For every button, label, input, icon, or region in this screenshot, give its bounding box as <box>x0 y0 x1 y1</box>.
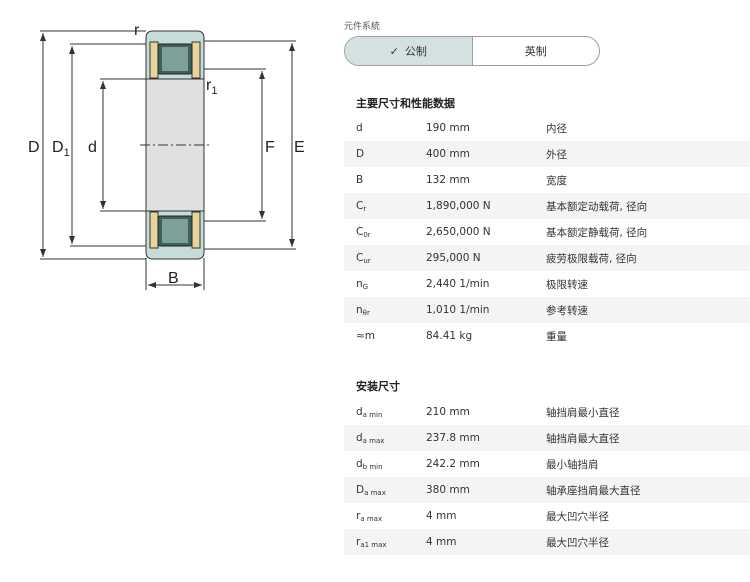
dimensions-title: 主要尺寸和性能数据 <box>356 97 455 110</box>
label-F: F <box>265 139 275 156</box>
row-symbol: nθr <box>356 303 370 317</box>
row-description: 轴挡肩最大直径 <box>546 432 620 445</box>
row-value: 380 mm <box>426 484 470 496</box>
row-description: 疲劳极限载荷, 径向 <box>546 252 637 265</box>
label-d: d <box>88 139 97 156</box>
row-symbol: Cur <box>356 251 371 265</box>
row-symbol: ra1 max <box>356 535 387 549</box>
row-description: 最小轴挡肩 <box>546 458 599 471</box>
row-description: 基本额定静载荷, 径向 <box>546 226 648 239</box>
imperial-option-label: 英制 <box>524 45 547 58</box>
row-description: 参考转速 <box>546 304 588 317</box>
row-value: 210 mm <box>426 406 470 418</box>
row-symbol: Da max <box>356 483 386 497</box>
row-description: 重量 <box>546 330 567 343</box>
row-symbol: Cr <box>356 199 367 213</box>
row-symbol: da min <box>356 405 383 419</box>
table-row: Cur 295,000 N 疲劳极限载荷, 径向 <box>344 245 750 271</box>
table-row: da max 237.8 mm 轴挡肩最大直径 <box>344 425 750 451</box>
table-row: d 190 mm 内径 <box>344 115 750 141</box>
row-symbol: nG <box>356 277 369 291</box>
bearing-cross-section-drawing: r r1 D D1 d F E B <box>28 22 305 290</box>
table-row: B 132 mm 宽度 <box>344 167 750 193</box>
row-description: 最大凹穴半径 <box>546 536 609 549</box>
row-value: 4 mm <box>426 536 457 548</box>
row-description: 轴承座挡肩最大直径 <box>546 484 641 497</box>
row-symbol: ≈m <box>356 329 376 342</box>
table-row: nθr 1,010 1/min 参考转速 <box>344 297 750 323</box>
label-r1: r1 <box>206 77 217 97</box>
row-symbol-subscript: r <box>363 204 367 213</box>
row-symbol: ra max <box>356 509 383 523</box>
check-icon: ✓ <box>389 44 399 58</box>
row-description: 基本额定动载荷, 径向 <box>546 200 648 213</box>
table-row: nG 2,440 1/min 极限转速 <box>344 271 750 297</box>
table-row: ra1 max 4 mm 最大凹穴半径 <box>344 529 750 555</box>
label-B: B <box>168 270 179 287</box>
metric-option-label: 公制 <box>404 45 427 58</box>
row-symbol: da max <box>356 431 385 445</box>
row-value: 237.8 mm <box>426 432 480 444</box>
row-symbol: D <box>356 147 365 160</box>
table-row: Da max 380 mm 轴承座挡肩最大直径 <box>344 477 750 503</box>
row-value: 4 mm <box>426 510 457 522</box>
row-description: 极限转速 <box>546 278 588 291</box>
row-symbol: B <box>356 173 364 186</box>
row-value: 84.41 kg <box>426 330 473 342</box>
table-row: ra max 4 mm 最大凹穴半径 <box>344 503 750 529</box>
table-row: D 400 mm 外径 <box>344 141 750 167</box>
table-row: ≈m 84.41 kg 重量 <box>344 323 750 349</box>
row-symbol-subscript: a1 max <box>360 540 387 549</box>
row-symbol: C0r <box>356 225 371 239</box>
label-D1: D1 <box>52 139 70 159</box>
metric-option[interactable]: ✓ 公制 <box>345 37 473 65</box>
table-row: Cr 1,890,000 N 基本额定动载荷, 径向 <box>344 193 750 219</box>
row-value: 1,010 1/min <box>426 304 490 316</box>
row-symbol-subscript: G <box>362 282 369 291</box>
row-value: 2,650,000 N <box>426 226 491 238</box>
dimensions-table: d 190 mm 内径 D 400 mm 外径 B 132 mm 宽度 Cr 1,890,000 N… <box>344 115 750 349</box>
units-toggle: ✓ 公制 英制 <box>344 36 600 66</box>
row-description: 外径 <box>546 148 567 161</box>
row-description: 宽度 <box>546 174 567 187</box>
row-symbol-subscript: ur <box>363 256 371 265</box>
row-symbol-subscript: a max <box>364 488 386 497</box>
row-symbol-subscript: θr <box>362 308 370 317</box>
row-value: 400 mm <box>426 148 470 160</box>
row-symbol-subscript: a min <box>362 410 383 419</box>
row-value: 132 mm <box>426 174 470 186</box>
table-row: C0r 2,650,000 N 基本额定静载荷, 径向 <box>344 219 750 245</box>
label-D: D <box>28 139 40 156</box>
row-symbol-subscript: 0r <box>363 230 371 239</box>
row-value: 242.2 mm <box>426 458 480 470</box>
row-symbol: db min <box>356 457 383 471</box>
table-row: da min 210 mm 轴挡肩最小直径 <box>344 399 750 425</box>
row-description: 内径 <box>546 122 567 135</box>
label-E: E <box>294 139 305 156</box>
table-row: db min 242.2 mm 最小轴挡肩 <box>344 451 750 477</box>
mounting-table: da min 210 mm 轴挡肩最小直径 da max 237.8 mm 轴挡肩最大直径… <box>344 399 750 555</box>
units-label: 元件系統 <box>344 22 381 32</box>
row-description: 最大凹穴半径 <box>546 510 609 523</box>
label-r: r <box>134 22 140 39</box>
mounting-title: 安装尺寸 <box>356 380 400 393</box>
row-symbol-subscript: b min <box>362 462 383 471</box>
row-symbol-subscript: a max <box>362 436 385 445</box>
imperial-option[interactable]: 英制 <box>473 37 600 65</box>
row-symbol: d <box>356 121 363 134</box>
row-value: 2,440 1/min <box>426 278 490 290</box>
row-value: 295,000 N <box>426 252 481 264</box>
row-symbol-subscript: a max <box>360 514 383 523</box>
row-value: 1,890,000 N <box>426 200 491 212</box>
row-description: 轴挡肩最小直径 <box>546 406 620 419</box>
row-value: 190 mm <box>426 122 470 134</box>
